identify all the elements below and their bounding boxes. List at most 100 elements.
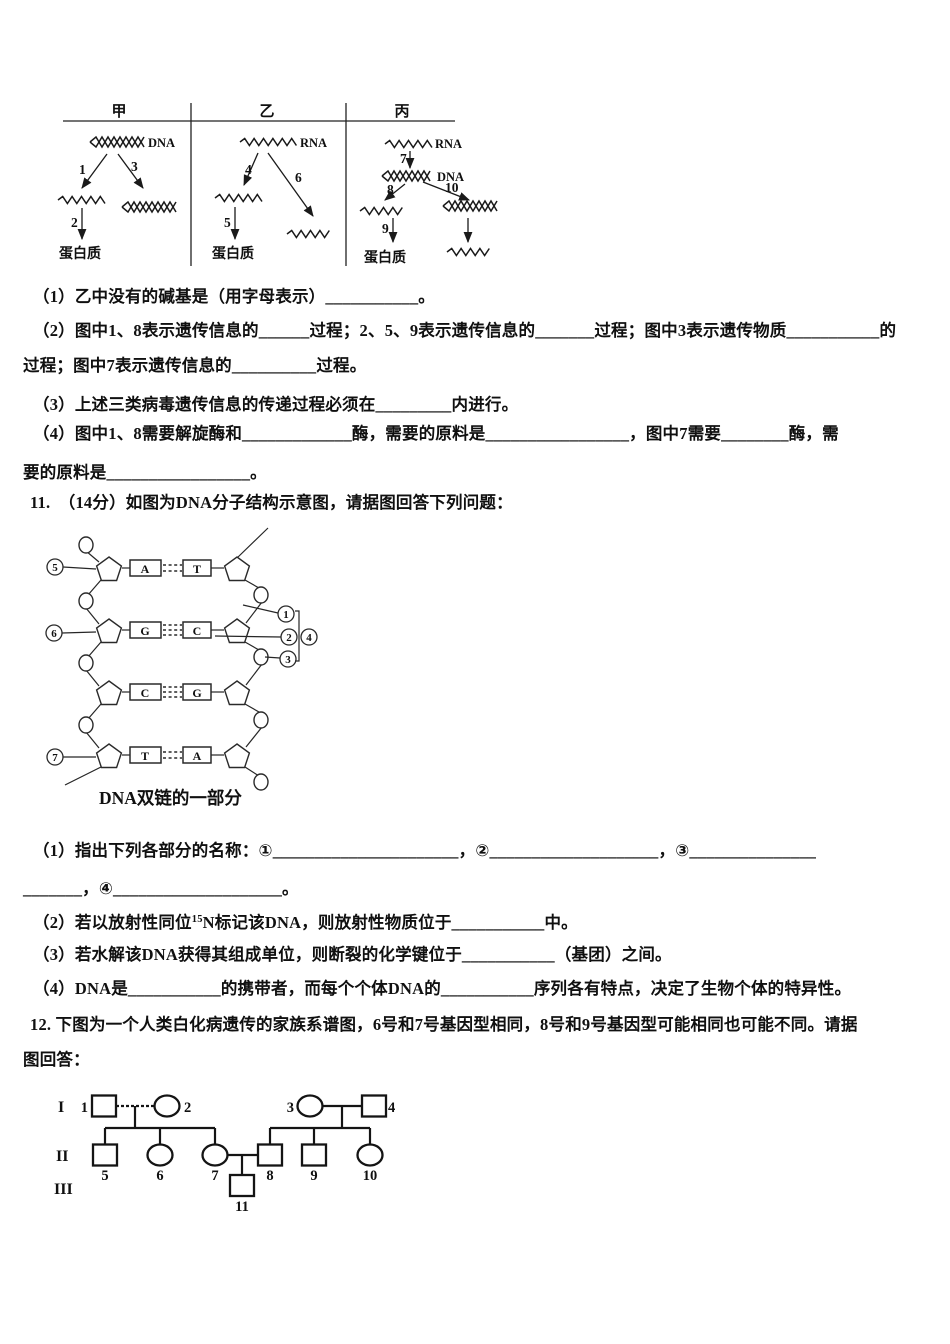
protein-label: 蛋白质 bbox=[364, 249, 406, 266]
base-letter: A bbox=[193, 749, 202, 763]
q11-sub4: （4）DNA是___________的携带者，而每个个体DNA的________… bbox=[33, 979, 852, 998]
label-2: 2 bbox=[286, 632, 292, 644]
arrow-4-label: 4 bbox=[245, 162, 252, 177]
backbone-link bbox=[244, 703, 260, 713]
isotope-superscript: 15 bbox=[191, 914, 203, 925]
dna-strand bbox=[121, 200, 177, 214]
phosphate-circle bbox=[78, 654, 94, 672]
arrow-5-label: 5 bbox=[224, 215, 231, 230]
q11-sub2-pre: （2）若以放射性同位 bbox=[33, 913, 192, 932]
q10-sub3: （3）上述三类病毒遗传信息的传递过程必须在_________内进行。 bbox=[33, 395, 519, 414]
backbone-link bbox=[85, 669, 100, 687]
q10-sub4-line1: （4）图中1、8需要解旋酶和_____________酶，需要的原料是_____… bbox=[33, 424, 839, 443]
q12-stem-line1: 12. 下图为一个人类白化病遗传的家族系谱图，6号和7号基因型相同，8号和9号基… bbox=[30, 1015, 858, 1034]
backbone-link bbox=[85, 607, 100, 625]
rna-strand bbox=[286, 229, 330, 239]
q10-sub2-line2: 过程；图中7表示遗传信息的__________过程。 bbox=[23, 356, 367, 375]
q12-stem-line2: 图回答： bbox=[23, 1050, 90, 1069]
rna-strand bbox=[239, 137, 298, 147]
label-5: 5 bbox=[52, 562, 58, 574]
protein-label: 蛋白质 bbox=[212, 245, 254, 262]
individual-number: 5 bbox=[101, 1168, 108, 1184]
column-header-bing: 丙 bbox=[394, 103, 409, 120]
protein-label: 蛋白质 bbox=[59, 245, 101, 262]
backbone-tail bbox=[64, 766, 102, 786]
individual-number: 8 bbox=[266, 1168, 273, 1184]
label-circle-1 bbox=[277, 605, 295, 623]
backbone-link bbox=[87, 641, 102, 658]
individual-9-male-normal bbox=[300, 1143, 328, 1167]
backbone-link bbox=[244, 766, 260, 777]
individual-number: 10 bbox=[363, 1168, 378, 1184]
individual-number: 11 bbox=[235, 1199, 249, 1215]
mrna-strand bbox=[214, 193, 263, 203]
mrna-strand bbox=[359, 206, 403, 216]
base-letter: T bbox=[141, 749, 149, 763]
generation-label-II: II bbox=[56, 1148, 68, 1165]
individual-8-male-normal bbox=[256, 1143, 284, 1167]
backbone-link bbox=[245, 663, 263, 686]
base-letter: C bbox=[193, 624, 202, 638]
backbone-link bbox=[245, 726, 263, 748]
arrow-6-label: 6 bbox=[295, 170, 302, 185]
base-letter: G bbox=[140, 624, 149, 638]
backbone-link bbox=[87, 579, 102, 596]
phosphate-circle bbox=[78, 536, 94, 554]
label-circle-7 bbox=[46, 748, 64, 766]
individual-number: 7 bbox=[211, 1168, 218, 1184]
q10-sub2-line1: （2）图中1、8表示遗传信息的______过程；2、5、9表示遗传信息的____… bbox=[33, 321, 897, 340]
q10-sub1: （1）乙中没有的碱基是（用字母表示）___________。 bbox=[33, 287, 435, 306]
pedigree-diagram: I II III 1 2 3 4 5 6 7 8 9 10 11 bbox=[54, 1094, 395, 1215]
label-circle-6 bbox=[45, 624, 63, 642]
arrow-3-label: 3 bbox=[131, 159, 138, 174]
individual-2-female-normal bbox=[153, 1094, 181, 1118]
arrow-1-label: 1 bbox=[79, 162, 86, 177]
label-1: 1 bbox=[283, 609, 289, 621]
rna-strand bbox=[384, 139, 433, 149]
arrow-7-label: 7 bbox=[400, 151, 407, 166]
arrow-3 bbox=[117, 153, 144, 189]
arrow-10-label: 10 bbox=[445, 180, 459, 195]
bracket bbox=[295, 610, 300, 662]
strand-label-rna: RNA bbox=[435, 137, 462, 151]
q11-sub3: （3）若水解该DNA获得其组成单位，则断裂的化学键位于___________（基… bbox=[33, 945, 672, 964]
label-7: 7 bbox=[52, 752, 58, 764]
strand-label-dna: DNA bbox=[437, 170, 464, 184]
deoxyribose-pentagon bbox=[223, 680, 251, 706]
q11-sub1-line1: （1）指出下列各部分的名称：①______________________，②_… bbox=[33, 841, 817, 860]
generation-label-III: III bbox=[54, 1181, 73, 1198]
backbone-tail bbox=[236, 527, 269, 559]
backbone-link bbox=[245, 601, 263, 624]
arrow-6 bbox=[267, 152, 314, 217]
dna-strand bbox=[89, 135, 145, 149]
phosphate-circle bbox=[253, 773, 269, 791]
deoxyribose-pentagon bbox=[95, 680, 123, 706]
deoxyribose-pentagon bbox=[223, 743, 251, 769]
backbone-link bbox=[87, 703, 102, 720]
q11-stem: 11. （14分）如图为DNA分子结构示意图，请据图回答下列问题： bbox=[30, 493, 513, 512]
arrow-1 bbox=[81, 153, 108, 189]
individual-1-male-normal bbox=[90, 1094, 118, 1118]
base-box bbox=[129, 746, 162, 764]
label-circle-5 bbox=[46, 558, 64, 576]
base-box bbox=[129, 683, 162, 701]
rna-strand bbox=[446, 247, 490, 257]
individual-5-male-affected bbox=[91, 1143, 119, 1167]
individual-3-female-normal bbox=[296, 1094, 324, 1118]
individual-number: 9 bbox=[310, 1168, 317, 1184]
base-letter: T bbox=[193, 562, 201, 576]
deoxyribose-pentagon bbox=[95, 743, 123, 769]
q11-sub2: （2）若以放射性同位15N标记该DNA，则放射性物质位于___________中… bbox=[33, 909, 578, 934]
q10-sub4-line2: 要的原料是_________________。 bbox=[23, 463, 267, 482]
dna-strand bbox=[442, 199, 498, 213]
arrow-9-label: 9 bbox=[382, 221, 389, 236]
virus-info-flow-diagram: 甲 乙 丙 DNA 1 3 2 蛋白质 RNA 4 6 5 蛋白质 RNA 7 bbox=[57, 103, 498, 266]
individual-number: 1 bbox=[81, 1100, 88, 1116]
deoxyribose-pentagon bbox=[223, 556, 251, 582]
base-letter: G bbox=[192, 686, 201, 700]
q11-sub1-line2: _______，④____________________。 bbox=[23, 879, 299, 898]
individual-number: 2 bbox=[184, 1100, 191, 1116]
base-letter: A bbox=[141, 562, 150, 576]
individual-number: 4 bbox=[388, 1100, 395, 1116]
